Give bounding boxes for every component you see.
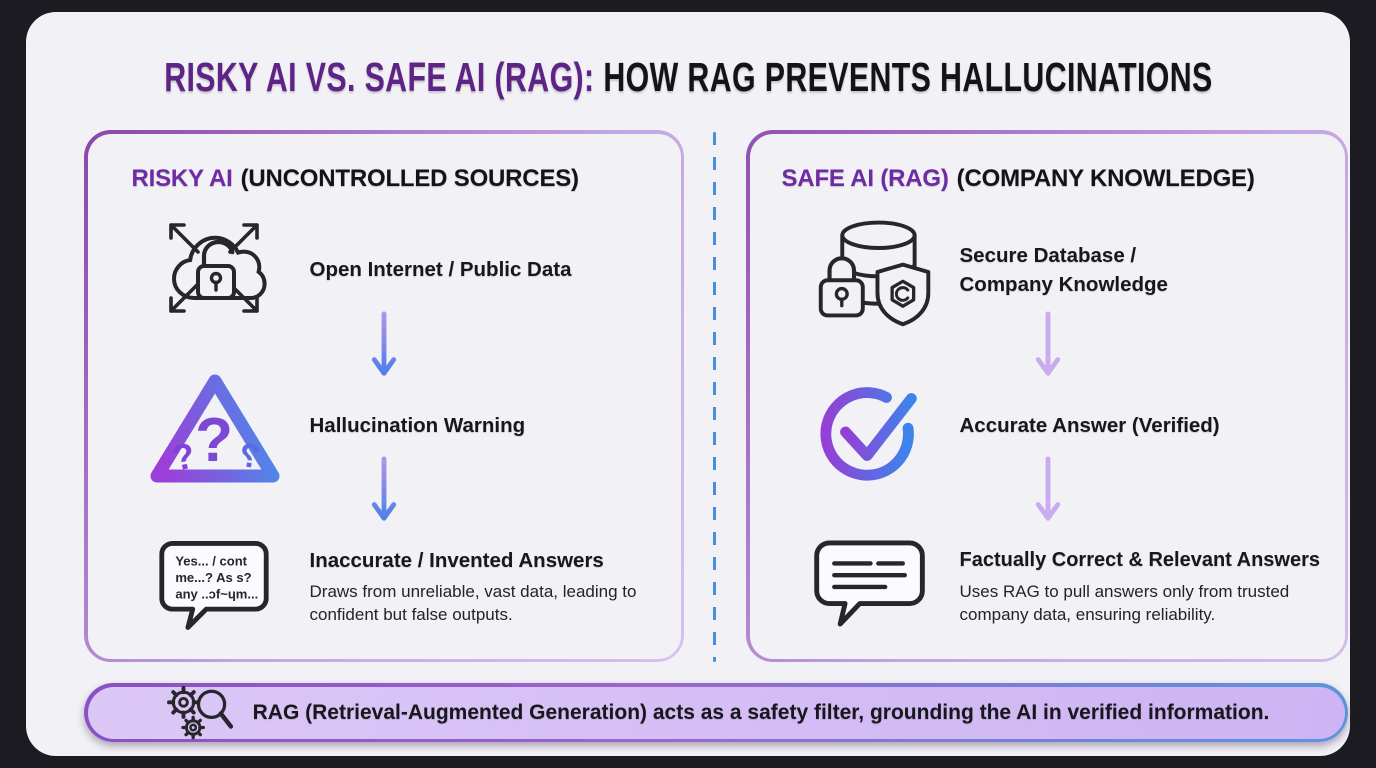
rag-footer-text: RAG (Retrieval-Augmented Generation) act… <box>252 700 1270 724</box>
safe-ai-heading: SAFE AI (RAG)(COMPANY KNOWLEDGE) <box>782 165 1255 193</box>
risky-ai-panel: RISKY AI(UNCONTROLLED SOURCES) <box>84 130 684 662</box>
down-arrow-icon <box>371 455 397 526</box>
title-rest: HOW RAG PREVENTS HALLUCINATIONS <box>602 54 1213 100</box>
secure-database-lock-shield-icon <box>810 208 942 332</box>
risky-step-3-description: Draws from unreliable, vast data, leadin… <box>309 581 637 624</box>
safe-ai-heading-highlight: SAFE AI (RAG) <box>781 164 949 192</box>
warning-triangle-questions-icon: ? ? ? <box>144 364 286 488</box>
rag-footer-banner: RAG (Retrieval-Augmented Generation) act… <box>84 683 1348 742</box>
safe-step-2-label: Accurate Answer (Verified) <box>959 413 1220 437</box>
reversed-question-mark-glyph: ? <box>237 435 262 474</box>
dashed-divider <box>713 132 716 662</box>
content-card: RISKY AI VS. SAFE AI (RAG):HOW RAG PREVE… <box>26 12 1350 756</box>
safe-ai-heading-rest: (COMPANY KNOWLEDGE) <box>956 164 1255 192</box>
down-arrow-icon <box>1035 310 1061 381</box>
gears-magnifier-icon <box>163 683 233 743</box>
safe-ai-panel: SAFE AI (RAG)(COMPANY KNOWLEDGE) <box>746 130 1348 662</box>
risky-ai-heading-rest: (UNCONTROLLED SOURCES) <box>240 164 579 192</box>
page-title: RISKY AI VS. SAFE AI (RAG):HOW RAG PREVE… <box>26 54 1350 101</box>
cloud-unlocked-spread-arrows-icon <box>152 206 276 330</box>
bubble-line: Yes... / cont <box>175 553 247 568</box>
bubble-line: any ..ɔf~ɥm... <box>175 586 258 601</box>
verified-check-circle-icon <box>816 372 934 484</box>
down-arrow-icon <box>371 310 397 381</box>
safe-step-3-description: Uses RAG to pull answers only from trust… <box>959 581 1290 624</box>
safe-step-3-label: Factually Correct & Relevant Answers <box>959 548 1321 571</box>
safe-step-1-label: Secure Database / Company Knowledge <box>959 243 1168 296</box>
garbled-speech-bubble-icon: Yes... / cont me...? As s? any ..ɔf~ɥm..… <box>156 538 272 630</box>
down-arrow-icon <box>1035 455 1061 526</box>
chat-answer-bubble-icon <box>813 538 928 628</box>
title-highlight: RISKY AI VS. SAFE AI (RAG): <box>163 54 595 100</box>
risky-step-3-label: Inaccurate / Invented Answers <box>309 548 604 572</box>
risky-ai-heading: RISKY AI(UNCONTROLLED SOURCES) <box>131 164 580 193</box>
risky-step-1-label: Open Internet / Public Data <box>309 257 572 281</box>
risky-step-2-label: Hallucination Warning <box>309 413 526 437</box>
question-mark-glyph: ? <box>195 406 233 475</box>
bubble-line: me...? As s? <box>175 570 251 585</box>
risky-ai-heading-highlight: RISKY AI <box>131 164 233 192</box>
